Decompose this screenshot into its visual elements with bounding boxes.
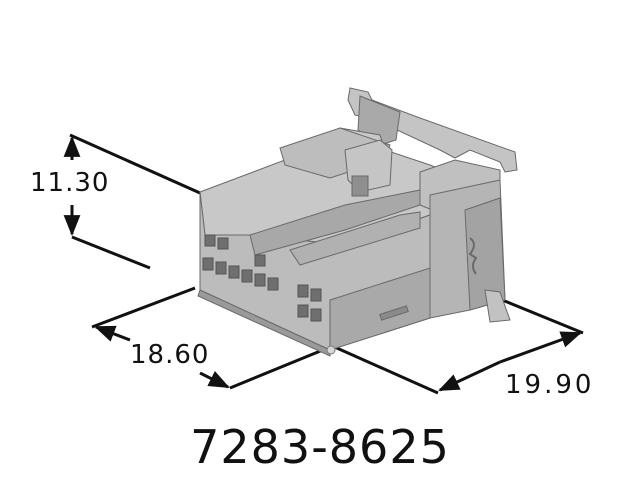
depth-dimension-label: 19.90 <box>505 370 595 400</box>
depth-dimension <box>329 293 584 395</box>
connector-body <box>197 87 518 357</box>
width-dimension-label: 18.60 <box>130 340 210 370</box>
part-number: 7283-8625 <box>190 420 450 474</box>
width-dimension <box>91 286 336 390</box>
height-dimension <box>63 133 201 270</box>
height-dimension-label: 11.30 <box>30 168 110 198</box>
